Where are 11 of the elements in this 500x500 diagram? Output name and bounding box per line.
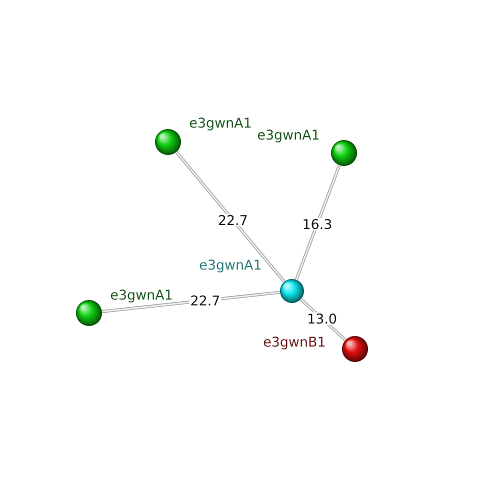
distance-label: 16.3 bbox=[301, 218, 334, 230]
connector-rod bbox=[175, 151, 286, 283]
distance-label: 22.7 bbox=[189, 294, 222, 306]
sphere-label: e3gwnA1 bbox=[190, 118, 251, 130]
distance-label: 13.0 bbox=[306, 312, 338, 325]
sphere-label: e3gwnB1 bbox=[264, 336, 325, 350]
sphere-label: e3gwnA1 bbox=[200, 260, 261, 272]
sphere-label: e3gwnA1 bbox=[258, 130, 319, 142]
sphere-label: e3gwnA1 bbox=[110, 290, 172, 302]
connector-rod bbox=[294, 164, 341, 280]
distance-label: 22.7 bbox=[216, 214, 249, 226]
